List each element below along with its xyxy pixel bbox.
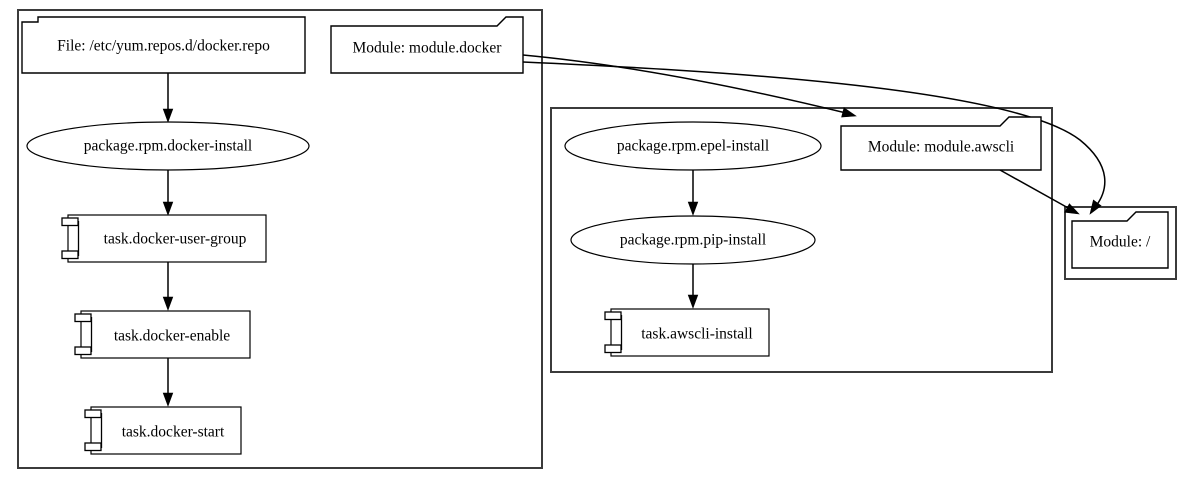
node-package-epel-install[interactable]: package.rpm.epel-install — [564, 121, 822, 171]
node-task-awscli-install[interactable]: task.awscli-install — [604, 308, 770, 357]
node-package-pip-install[interactable]: package.rpm.pip-install — [570, 215, 816, 265]
node-task-docker-start-label: task.docker-start — [122, 424, 225, 441]
edge-task-enable-to-task-start — [162, 358, 174, 407]
node-module-root-label: Module: / — [1090, 234, 1151, 251]
cluster-awscli — [550, 107, 1053, 373]
node-task-docker-user-group[interactable]: task.docker-user-group — [61, 214, 267, 263]
node-package-docker-install[interactable]: package.rpm.docker-install — [26, 121, 310, 171]
node-task-docker-start[interactable]: task.docker-start — [84, 406, 242, 455]
edge-module-awscli-to-module-root — [999, 169, 1080, 215]
node-task-docker-enable[interactable]: task.docker-enable — [74, 310, 251, 359]
node-task-awscli-install-label: task.awscli-install — [641, 326, 753, 343]
edge-task-user-group-to-task-enable — [162, 262, 174, 311]
edge-module-docker-to-module-awscli — [522, 54, 857, 118]
node-module-root[interactable]: Module: / — [1071, 211, 1169, 269]
node-task-docker-user-group-label: task.docker-user-group — [104, 231, 247, 248]
node-package-pip-install-label: package.rpm.pip-install — [620, 232, 766, 249]
node-module-awscli-label: Module: module.awscli — [868, 139, 1015, 156]
node-module-awscli[interactable]: Module: module.awscli — [840, 116, 1042, 171]
cluster-root — [1064, 206, 1177, 280]
node-file-docker-repo-label: File: /etc/yum.repos.d/docker.repo — [57, 38, 270, 55]
node-module-docker[interactable]: Module: module.docker — [330, 16, 524, 74]
node-package-epel-install-label: package.rpm.epel-install — [617, 138, 769, 155]
edge-file-to-package-docker — [162, 73, 174, 123]
node-module-docker-label: Module: module.docker — [353, 40, 503, 57]
node-package-docker-install-label: package.rpm.docker-install — [84, 138, 252, 155]
edge-pip-to-task-awscli — [687, 264, 699, 309]
cluster-docker — [17, 9, 543, 469]
edge-module-docker-to-module-root — [522, 61, 1106, 215]
edge-epel-to-pip — [687, 170, 699, 216]
node-file-docker-repo[interactable]: File: /etc/yum.repos.d/docker.repo — [21, 16, 306, 74]
node-task-docker-enable-label: task.docker-enable — [114, 328, 230, 345]
edge-package-docker-to-task-user-group — [162, 170, 174, 216]
